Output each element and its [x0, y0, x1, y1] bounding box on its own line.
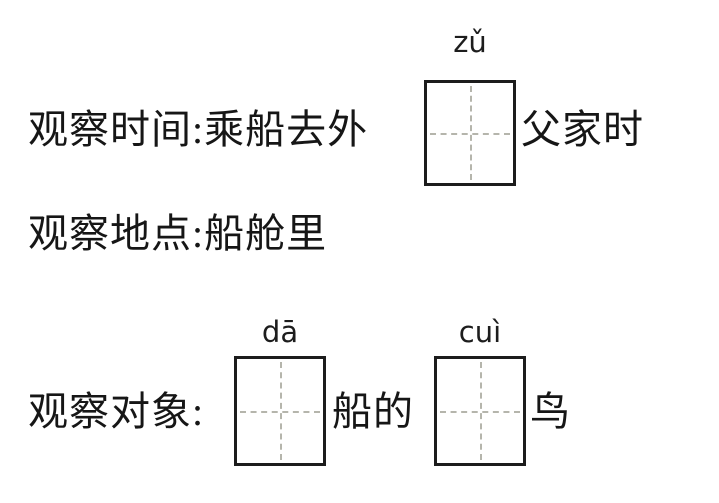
pinyin-zu: zǔ	[453, 25, 487, 59]
pinyin-cui: cuì	[458, 315, 502, 349]
pinyin-da: dā	[261, 315, 299, 349]
zu-writing-box[interactable]	[424, 80, 516, 186]
guide-line-horizontal-icon	[240, 411, 320, 413]
line3-label: 观察对象:	[28, 389, 205, 434]
guide-line-horizontal-icon	[440, 411, 520, 413]
line1-text-before: 观察时间:乘船去外	[28, 107, 369, 152]
line1-text-after: 父家时	[521, 107, 644, 152]
line2-text: 观察地点:船舱里	[28, 211, 328, 256]
line3-text-between: 船的	[332, 389, 414, 434]
cui-writing-box[interactable]	[434, 356, 526, 466]
guide-line-horizontal-icon	[430, 133, 510, 135]
line3-text-after: 鸟	[530, 389, 571, 434]
da-writing-box[interactable]	[234, 356, 326, 466]
